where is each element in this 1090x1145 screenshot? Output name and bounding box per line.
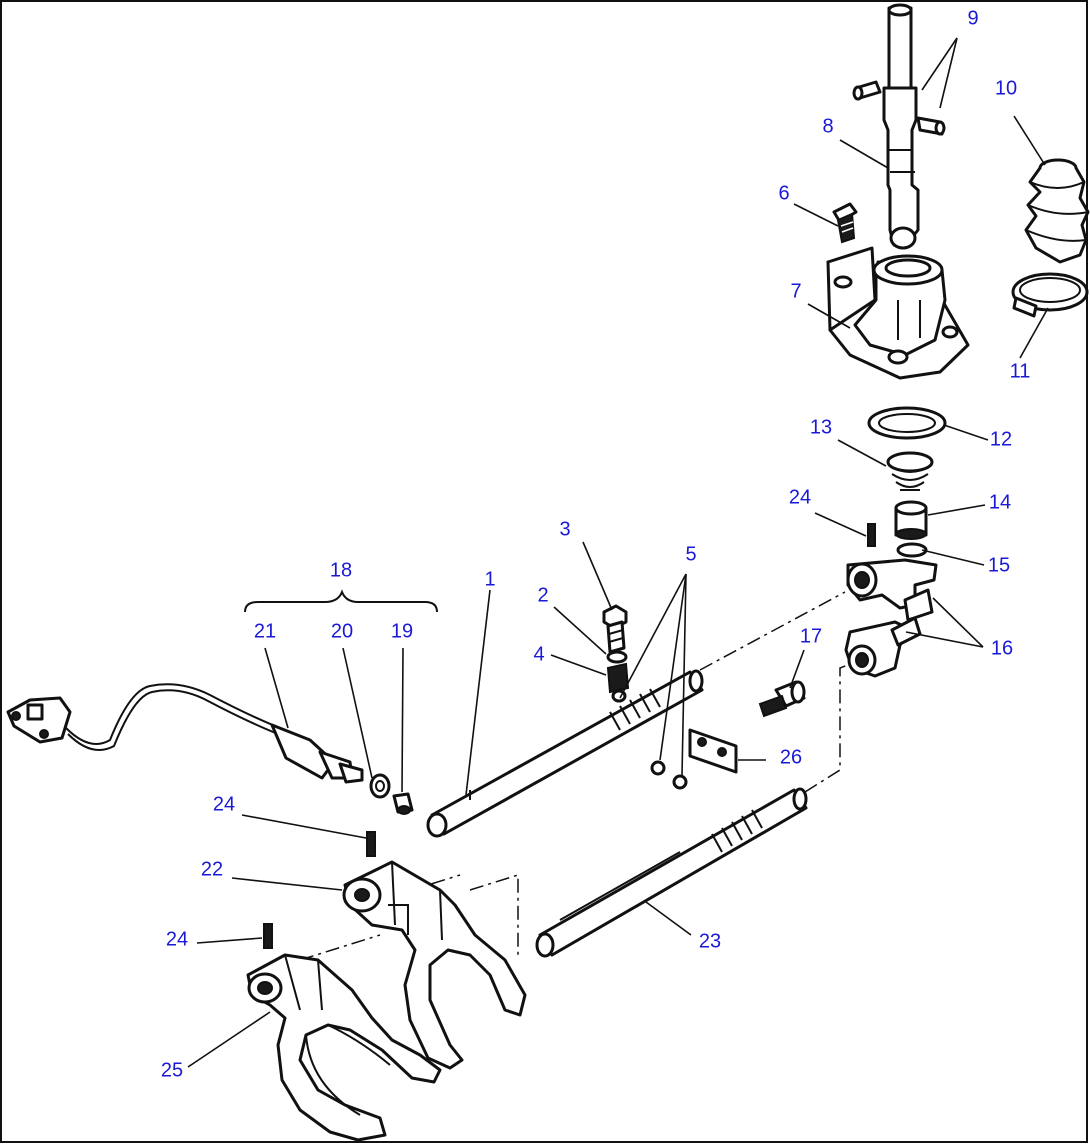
callout-6: 6 [778,182,789,204]
part-15-ring [896,542,928,558]
callout-4: 4 [533,643,544,665]
callout-15: 15 [988,554,1010,576]
leader-lines [187,37,1049,1068]
callout-24-middle: 24 [213,793,235,815]
part-6-bolt [832,202,858,244]
callout-12: 12 [990,428,1012,450]
part-11-clamp [1011,272,1089,318]
part-23-shift-rod [535,787,808,958]
callout-numbers: 1 2 3 4 5 6 7 8 9 10 11 12 13 14 15 16 1… [161,7,1031,1081]
part-24-pin-top [867,523,876,547]
part-17-bolt [758,680,806,718]
part-10-boot [1024,158,1090,264]
callout-23: 23 [699,930,721,952]
part-12-gasket [867,406,947,440]
bracket-18 [244,589,438,613]
part-25-shift-fork [246,953,442,1142]
part-19-nut [392,792,414,815]
part-4-spring [606,662,630,703]
callout-2: 2 [537,584,548,606]
callout-21: 21 [254,620,276,642]
part-20-washer [369,773,391,799]
part-8-shift-lever [882,3,920,250]
callout-18: 18 [330,559,352,581]
part-24-pin-lower [263,923,273,949]
callout-9: 9 [967,7,978,29]
part-16-shift-heads [844,558,938,678]
part-21-sensor [6,683,364,784]
callout-22: 22 [201,858,223,880]
callout-25: 25 [161,1059,183,1081]
callout-20: 20 [331,620,353,642]
part-7-housing [826,246,970,380]
callout-24-lower: 24 [166,928,188,950]
callout-11: 11 [1010,360,1031,382]
callout-19: 19 [391,620,413,642]
callout-13: 13 [810,416,832,438]
part-5-balls [650,760,688,790]
callout-1: 1 [484,568,495,590]
part-2-washer [606,650,628,664]
part-22-shift-fork [342,860,527,1070]
part-1-shift-rod [426,669,704,838]
part-26-plate [688,728,738,774]
callout-14: 14 [989,491,1011,513]
part-3-bolt [602,604,628,654]
part-14-bushing [894,500,928,540]
callout-17: 17 [800,625,822,647]
callout-24-top: 24 [789,486,811,508]
callout-16: 16 [991,637,1013,659]
callout-7: 7 [790,280,801,302]
callout-26: 26 [780,746,802,768]
callout-5: 5 [685,543,696,565]
callout-8: 8 [822,115,833,137]
part-13-spring [886,451,934,491]
callout-3: 3 [559,518,570,540]
part-9-pins [852,80,946,136]
part-24-pin-middle [366,831,376,857]
callout-10: 10 [995,77,1017,99]
